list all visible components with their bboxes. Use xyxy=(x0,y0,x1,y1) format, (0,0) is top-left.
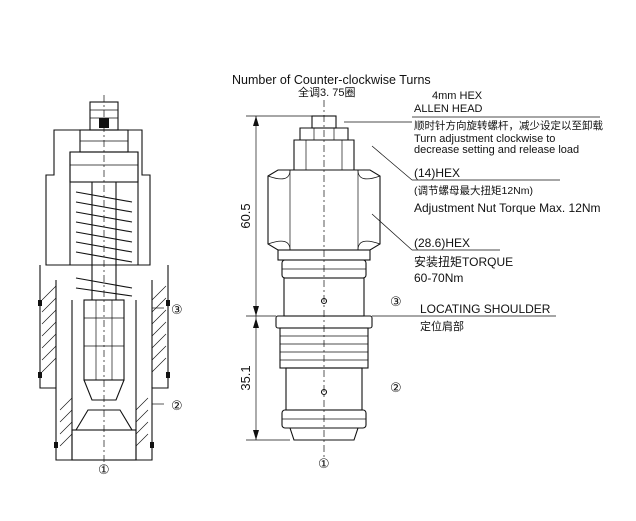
large-hex-torque-value: 60-70Nm xyxy=(414,271,463,285)
section-port2-label: ② xyxy=(171,398,183,413)
dimension-60-5: 60.5 xyxy=(238,115,312,317)
exterior-view: 60.5 35.1 ③ ② ① xyxy=(238,100,600,471)
port2-hole xyxy=(320,388,328,396)
adjust-instruction-en-2: decrease setting and release load xyxy=(414,144,579,156)
adjust-instruction-cn: 顺时针方向旋转螺杆，减少设定以至卸载 xyxy=(414,119,603,132)
small-hex-torque-cn: (调节螺母最大扭矩12Nm) xyxy=(414,184,533,197)
large-hex-label: (28.6)HEX xyxy=(414,236,470,250)
section-spring-housing xyxy=(45,129,151,266)
port3-hole xyxy=(320,297,328,305)
exterior-port1-label: ① xyxy=(318,456,330,471)
turns-value: 全调3. 75圈 xyxy=(298,85,355,99)
allen-size-label: 4mm HEX xyxy=(432,90,483,102)
dimension-upper-value: 60.5 xyxy=(238,203,253,228)
allen-head-label: ALLEN HEAD xyxy=(414,103,483,115)
turns-label: Number of Counter-clockwise Turns xyxy=(232,73,431,87)
section-poppet xyxy=(83,299,125,381)
section-hatching xyxy=(41,285,167,447)
annotations: Number of Counter-clockwise Turns 全调3. 7… xyxy=(232,73,603,333)
cartridge-nose xyxy=(289,427,359,441)
exterior-port2-label: ② xyxy=(390,380,402,395)
large-hex-torque-cn: 安装扭矩TORQUE xyxy=(414,254,513,269)
dimension-35-1: 35.1 xyxy=(238,316,290,441)
section-spring xyxy=(75,191,133,297)
small-hex-torque-en: Adjustment Nut Torque Max. 12Nm xyxy=(414,201,601,215)
small-hex-label: (14)HEX xyxy=(414,166,460,180)
exterior-port3-label: ③ xyxy=(390,294,402,309)
dimension-lower-value: 35.1 xyxy=(238,365,253,390)
section-port3-label: ③ xyxy=(171,302,183,317)
locating-shoulder-en: LOCATING SHOULDER xyxy=(420,302,551,316)
sectional-view: ③ ② ① xyxy=(38,95,183,477)
small-hex-leader xyxy=(371,145,413,181)
adjust-instruction-en-1: Turn adjustment clockwise to xyxy=(414,133,555,145)
large-hex-leader xyxy=(371,213,413,251)
locating-shoulder-cn: 定位肩部 xyxy=(420,319,464,333)
section-port1-label: ① xyxy=(98,462,110,477)
